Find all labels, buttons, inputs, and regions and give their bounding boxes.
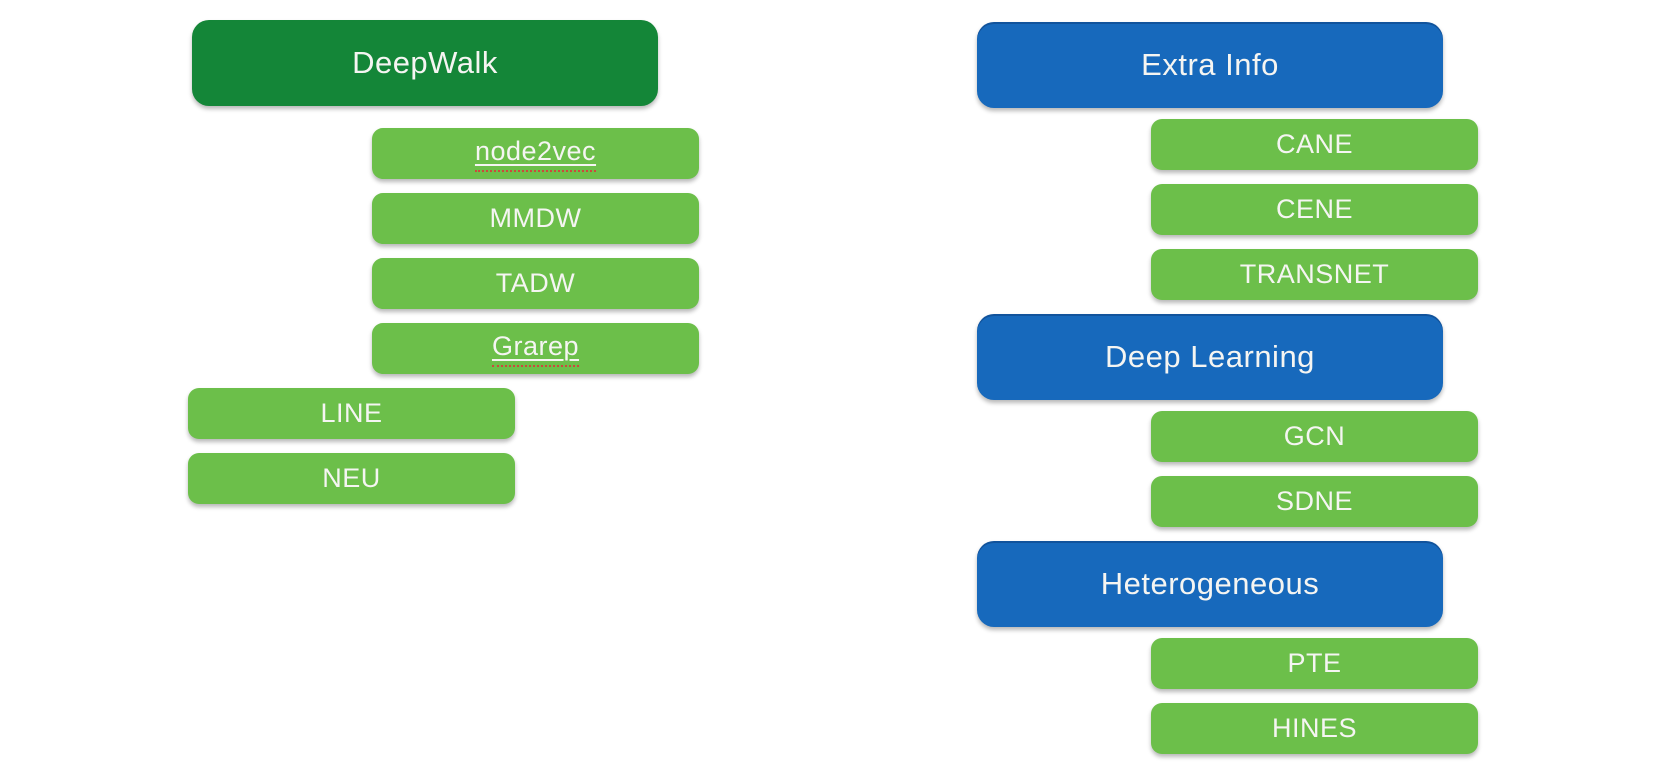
box-transnet: TRANSNET [1151,249,1478,300]
box-grarep: Grarep [372,323,699,374]
box-extra-info: Extra Info [977,22,1443,108]
box-mmdw: MMDW [372,193,699,244]
box-node2vec: node2vec [372,128,699,179]
box-label-neu: NEU [322,463,381,493]
box-label-gcn: GCN [1283,421,1346,451]
box-cane: CANE [1151,119,1478,170]
box-label-line: LINE [320,398,383,428]
box-tadw: TADW [372,258,699,309]
box-deepwalk: DeepWalk [192,20,658,106]
box-label-grarep: Grarep [491,331,580,367]
box-label-sdne: SDNE [1275,486,1353,516]
box-label-deepwalk: DeepWalk [352,45,498,80]
box-cene: CENE [1151,184,1478,235]
box-label-transnet: TRANSNET [1239,259,1390,289]
box-pte: PTE [1151,638,1478,689]
box-sdne: SDNE [1151,476,1478,527]
box-label-cane: CANE [1275,129,1353,159]
box-gcn: GCN [1151,411,1478,462]
box-heterogeneous: Heterogeneous [977,541,1443,627]
box-label-heterogeneous: Heterogeneous [1100,566,1320,601]
box-hines: HINES [1151,703,1478,754]
box-label-cene: CENE [1275,194,1353,224]
box-label-tadw: TADW [495,268,576,298]
box-label-deep-learning: Deep Learning [1105,339,1315,374]
box-deep-learning: Deep Learning [977,314,1443,400]
box-neu: NEU [188,453,515,504]
box-label-node2vec: node2vec [474,136,597,172]
box-label-hines: HINES [1271,713,1358,743]
box-line: LINE [188,388,515,439]
box-label-extra-info: Extra Info [1141,47,1279,82]
box-label-pte: PTE [1287,648,1342,678]
box-label-mmdw: MMDW [489,203,582,233]
